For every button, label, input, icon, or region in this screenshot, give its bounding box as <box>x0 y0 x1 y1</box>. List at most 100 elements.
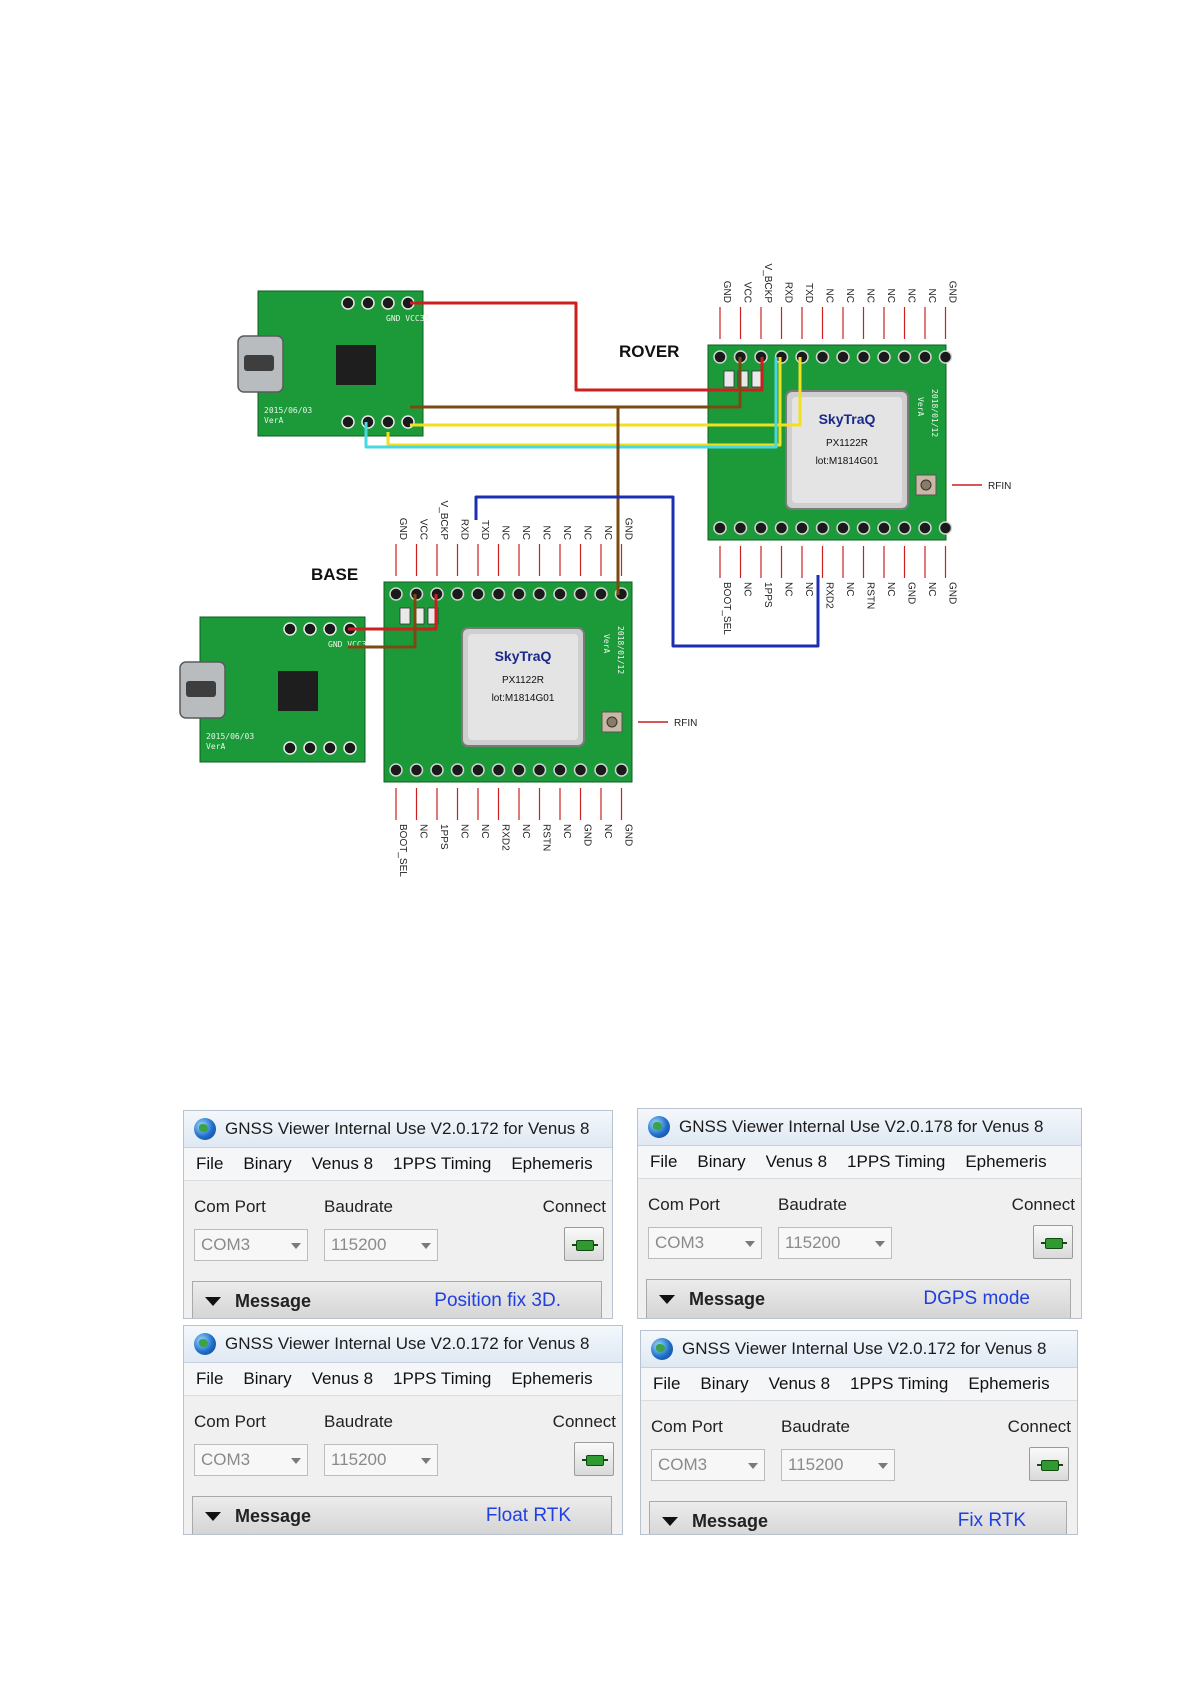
rover-bottom-pin <box>774 521 789 535</box>
dropdown-arrow-icon <box>878 1463 888 1469</box>
base-usb-date: 2015/06/03 <box>206 732 254 741</box>
window-title: GNSS Viewer Internal Use V2.0.172 for Ve… <box>225 1119 590 1138</box>
menu-item[interactable]: Binary <box>700 1374 749 1393</box>
base-rf-connector-center <box>606 716 618 728</box>
menu-item[interactable]: Binary <box>697 1152 746 1171</box>
rover-top-pin <box>938 350 953 364</box>
base-bottom-pin <box>512 763 526 777</box>
dropdown-arrow-icon <box>748 1463 758 1469</box>
com-port-select[interactable]: COM3 <box>651 1449 765 1481</box>
menu-bar: File Binary Venus 8 1PPS Timing Ephemeris <box>184 1148 612 1181</box>
base-top-pin <box>450 587 465 601</box>
base-usb-pin <box>323 622 337 636</box>
menu-item[interactable]: 1PPS Timing <box>393 1369 492 1388</box>
title-bar[interactable]: GNSS Viewer Internal Use V2.0.172 for Ve… <box>184 1326 622 1363</box>
com-port-select[interactable]: COM3 <box>648 1227 762 1259</box>
com-port-value: COM3 <box>201 1235 251 1254</box>
title-bar[interactable]: GNSS Viewer Internal Use V2.0.172 for Ve… <box>641 1331 1077 1368</box>
base-top-pin <box>471 587 485 601</box>
connect-button[interactable] <box>1033 1225 1073 1259</box>
base-top-pin <box>594 587 608 601</box>
rover-bottom-pin-label: GND <box>906 582 917 604</box>
dropdown-arrow-icon <box>745 1241 755 1247</box>
menu-item[interactable]: Ephemeris <box>511 1154 593 1173</box>
rover-usb-pin <box>341 415 355 429</box>
base-usb-chip <box>278 671 318 711</box>
menu-item[interactable]: 1PPS Timing <box>847 1152 946 1171</box>
cyan-wire-rover <box>364 357 778 449</box>
base-top-pin-label: GND <box>623 518 634 540</box>
rover-top-pin-label: VCC <box>742 282 753 303</box>
title-bar[interactable]: GNSS Viewer Internal Use V2.0.178 for Ve… <box>638 1109 1081 1146</box>
menu-item[interactable]: File <box>196 1369 224 1388</box>
menu-bar: File Binary Venus 8 1PPS Timing Ephemeris <box>641 1368 1077 1401</box>
menu-item[interactable]: Ephemeris <box>965 1152 1047 1171</box>
base-usb-pin <box>303 741 317 755</box>
base-rfin-label: RFIN <box>674 718 697 729</box>
com-port-value: COM3 <box>655 1233 705 1252</box>
base-bottom-pin-label: NC <box>602 824 613 838</box>
menu-item[interactable]: Ephemeris <box>511 1369 593 1388</box>
connect-button[interactable] <box>564 1227 604 1261</box>
base-bottom-pin-label: RSTN <box>541 824 552 851</box>
rover-top-pin-label: GND <box>947 281 958 303</box>
baudrate-value: 115200 <box>785 1233 841 1252</box>
base-top-pin <box>389 587 403 601</box>
connect-button[interactable] <box>1029 1447 1069 1481</box>
base-top-pin-label: NC <box>541 526 552 540</box>
message-panel-header[interactable]: Message Position fix 3D. <box>192 1281 602 1318</box>
base-usb-pin <box>283 622 297 636</box>
menu-item[interactable]: File <box>653 1374 681 1393</box>
menu-item[interactable]: Venus 8 <box>768 1374 831 1393</box>
base-label: BASE <box>311 565 358 584</box>
baudrate-select[interactable]: 115200 <box>324 1444 438 1476</box>
com-port-label: Com Port <box>194 1197 266 1216</box>
com-port-label: Com Port <box>194 1412 266 1431</box>
base-bottom-pin-label: 1PPS <box>438 824 449 850</box>
dropdown-arrow-icon <box>421 1243 431 1249</box>
menu-item[interactable]: File <box>650 1152 678 1171</box>
message-panel-header[interactable]: Message DGPS mode <box>646 1279 1071 1318</box>
rover-top-pin-label: NC <box>926 289 937 303</box>
rover-bottom-pin <box>856 521 871 535</box>
baudrate-select[interactable]: 115200 <box>324 1229 438 1261</box>
rover-top-pin <box>815 350 830 364</box>
rover-bottom-pin <box>733 521 748 535</box>
baudrate-value: 115200 <box>331 1450 387 1469</box>
message-panel-header[interactable]: Message Float RTK <box>192 1496 612 1534</box>
rover-module-model: PX1122R <box>826 438 868 449</box>
baudrate-select[interactable]: 115200 <box>781 1449 895 1481</box>
menu-item[interactable]: Ephemeris <box>968 1374 1050 1393</box>
rover-module-face <box>792 397 902 503</box>
base-top-pin-label: NC <box>500 526 511 540</box>
menu-item[interactable]: 1PPS Timing <box>393 1154 492 1173</box>
menu-item[interactable]: Venus 8 <box>311 1154 374 1173</box>
base-top-pin-label: TXD <box>479 520 490 540</box>
com-port-select[interactable]: COM3 <box>194 1229 308 1261</box>
message-label: Message <box>235 1506 312 1526</box>
window-title: GNSS Viewer Internal Use V2.0.172 for Ve… <box>682 1339 1047 1358</box>
menu-item[interactable]: Venus 8 <box>765 1152 828 1171</box>
baudrate-select[interactable]: 115200 <box>778 1227 892 1259</box>
base-top-pin-label: VCC <box>418 519 429 540</box>
rover-bottom-pin-label: RSTN <box>865 582 876 609</box>
rover-bottom-pin-label: NC <box>844 582 855 596</box>
base-bottom-pin <box>553 763 567 777</box>
dropdown-arrow-icon <box>875 1241 885 1247</box>
title-bar[interactable]: GNSS Viewer Internal Use V2.0.172 for Ve… <box>184 1111 612 1148</box>
menu-item[interactable]: File <box>196 1154 224 1173</box>
message-panel-header[interactable]: Message Fix RTK <box>649 1501 1067 1534</box>
menu-item[interactable]: 1PPS Timing <box>850 1374 949 1393</box>
status-message: Fix RTK <box>957 1510 1026 1531</box>
gnss-viewer-window: GNSS Viewer Internal Use V2.0.178 for Ve… <box>637 1108 1082 1319</box>
menu-item[interactable]: Venus 8 <box>311 1369 374 1388</box>
base-top-pin-label: GND <box>397 518 408 540</box>
txd-rxd2-wire <box>474 495 820 648</box>
connect-label: Connect <box>1007 1417 1071 1436</box>
base-board-date: 2018/01/12 <box>616 626 625 674</box>
rover-top-pin-label: NC <box>865 289 876 303</box>
menu-item[interactable]: Binary <box>243 1369 292 1388</box>
menu-item[interactable]: Binary <box>243 1154 292 1173</box>
com-port-select[interactable]: COM3 <box>194 1444 308 1476</box>
connect-button[interactable] <box>574 1442 614 1476</box>
